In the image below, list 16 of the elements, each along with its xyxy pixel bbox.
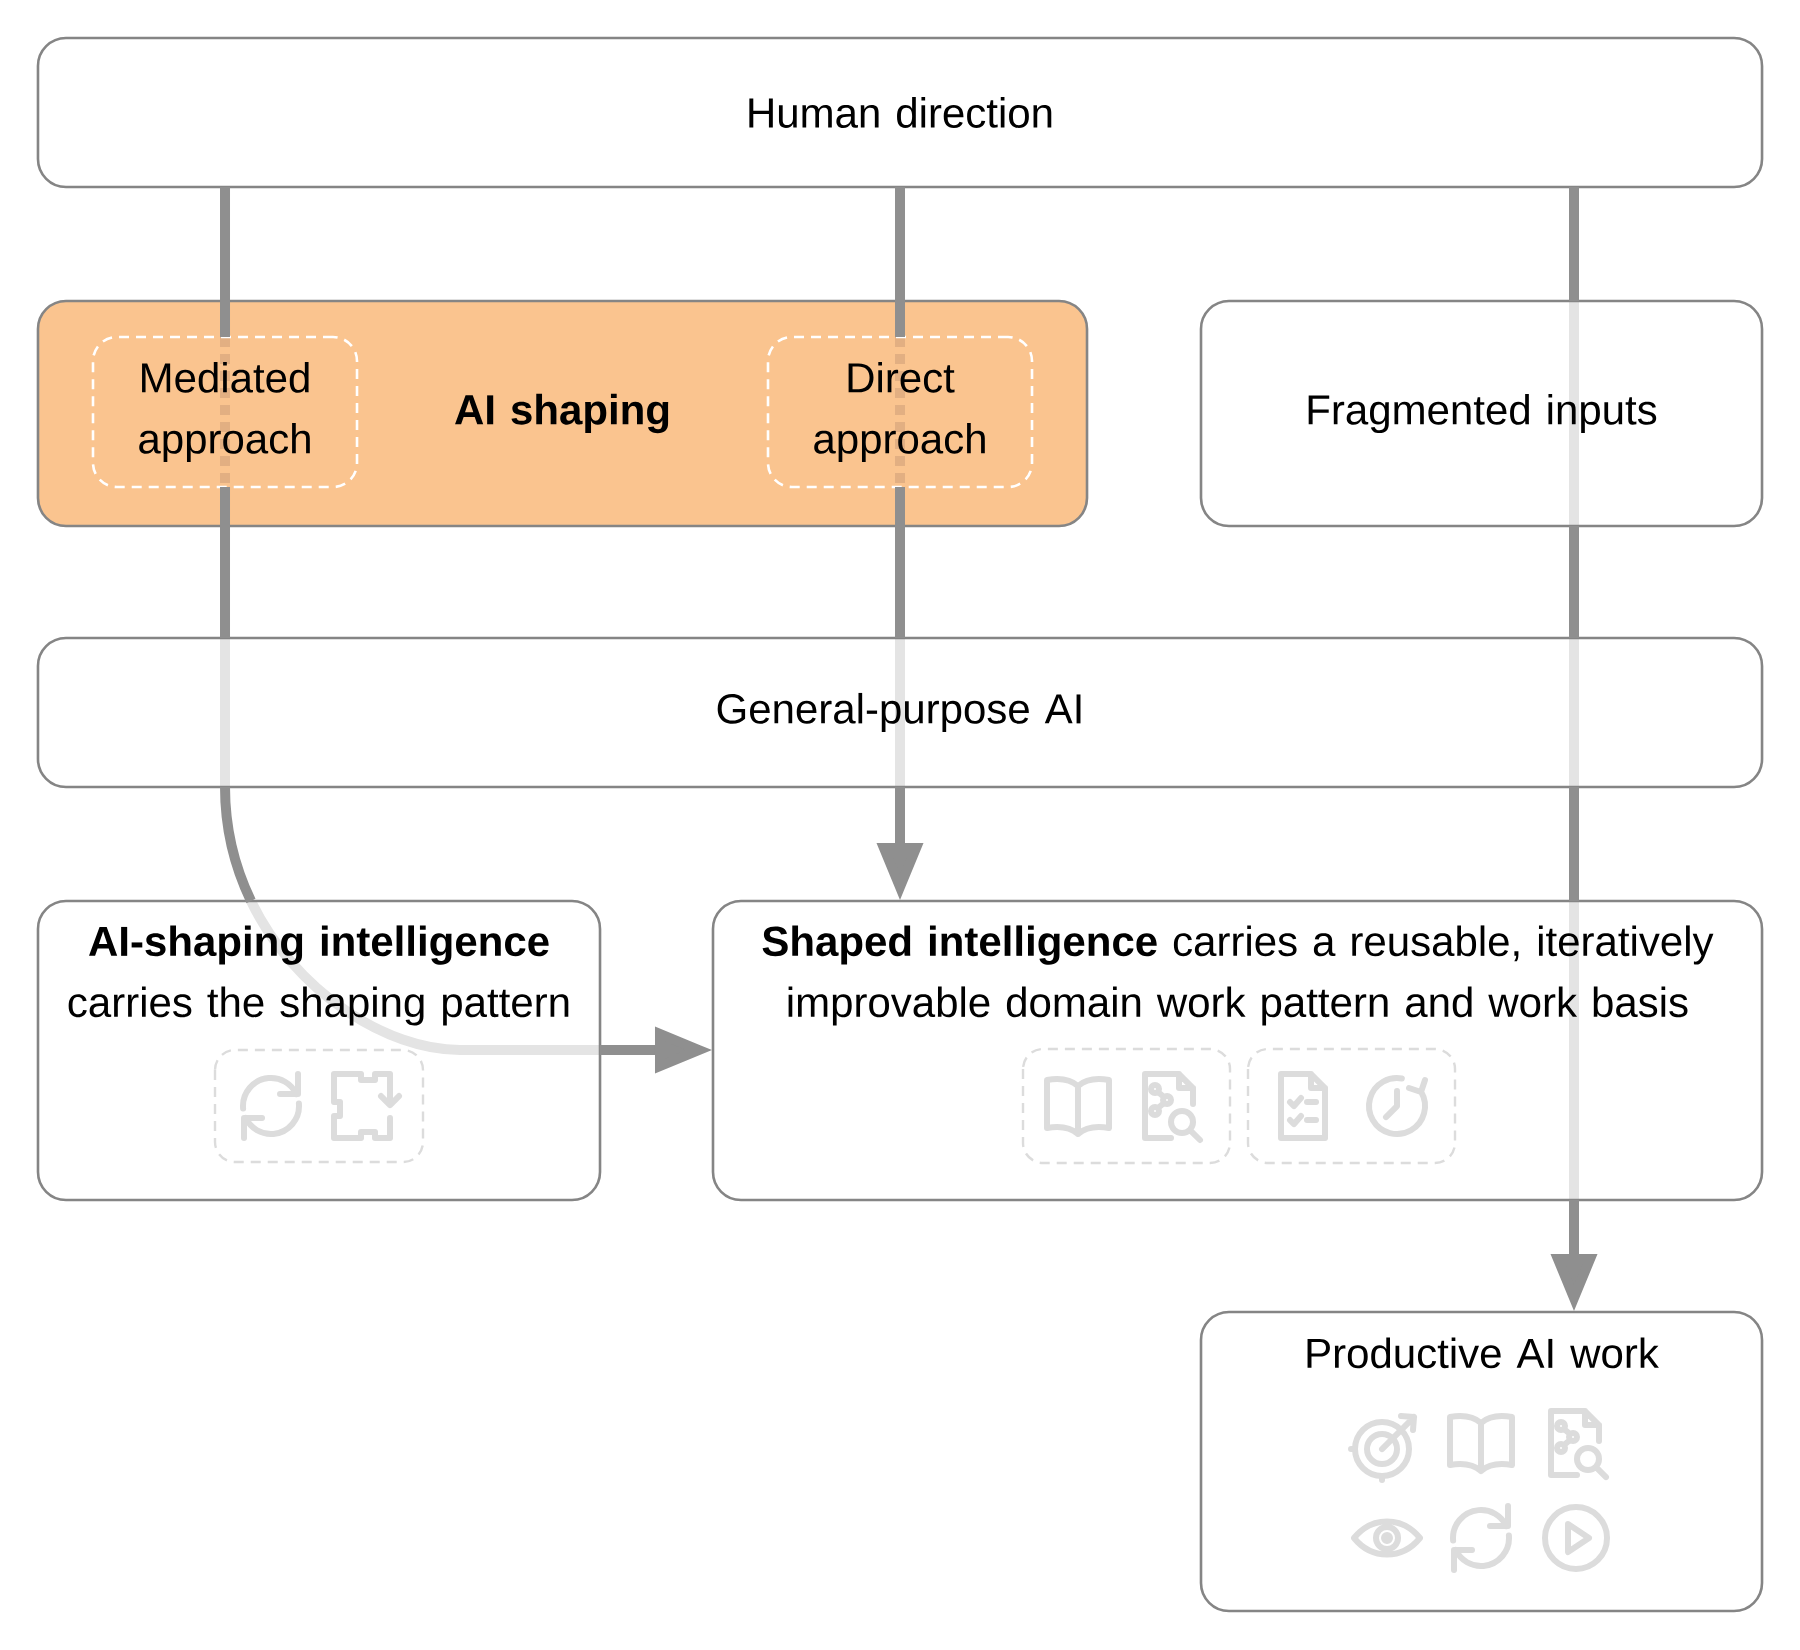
dashed-box: Direct approach (766, 335, 1034, 489)
process-box: Shaped intelligence carries a reusable, iteratively improvable domain work pattern and work basis (711, 899, 1764, 1202)
process-box: AI-shaping intelligence carries the shaping pattern (36, 899, 602, 1202)
connector-line (1569, 187, 1579, 301)
process-box: General-purpose AI (36, 636, 1764, 789)
connector-line (895, 487, 905, 638)
process-box: Fragmented inputs (1199, 299, 1764, 528)
connector-line (220, 487, 230, 638)
process-box: Productive AI work (1199, 1310, 1764, 1613)
connector-line (220, 786, 256, 904)
connector-line (895, 187, 905, 337)
connector-line (1569, 787, 1579, 901)
process-box: Human direction (36, 36, 1764, 189)
connector-line (220, 187, 230, 337)
connector-line (1569, 526, 1579, 638)
dashed-box: Mediated approach (91, 335, 359, 489)
